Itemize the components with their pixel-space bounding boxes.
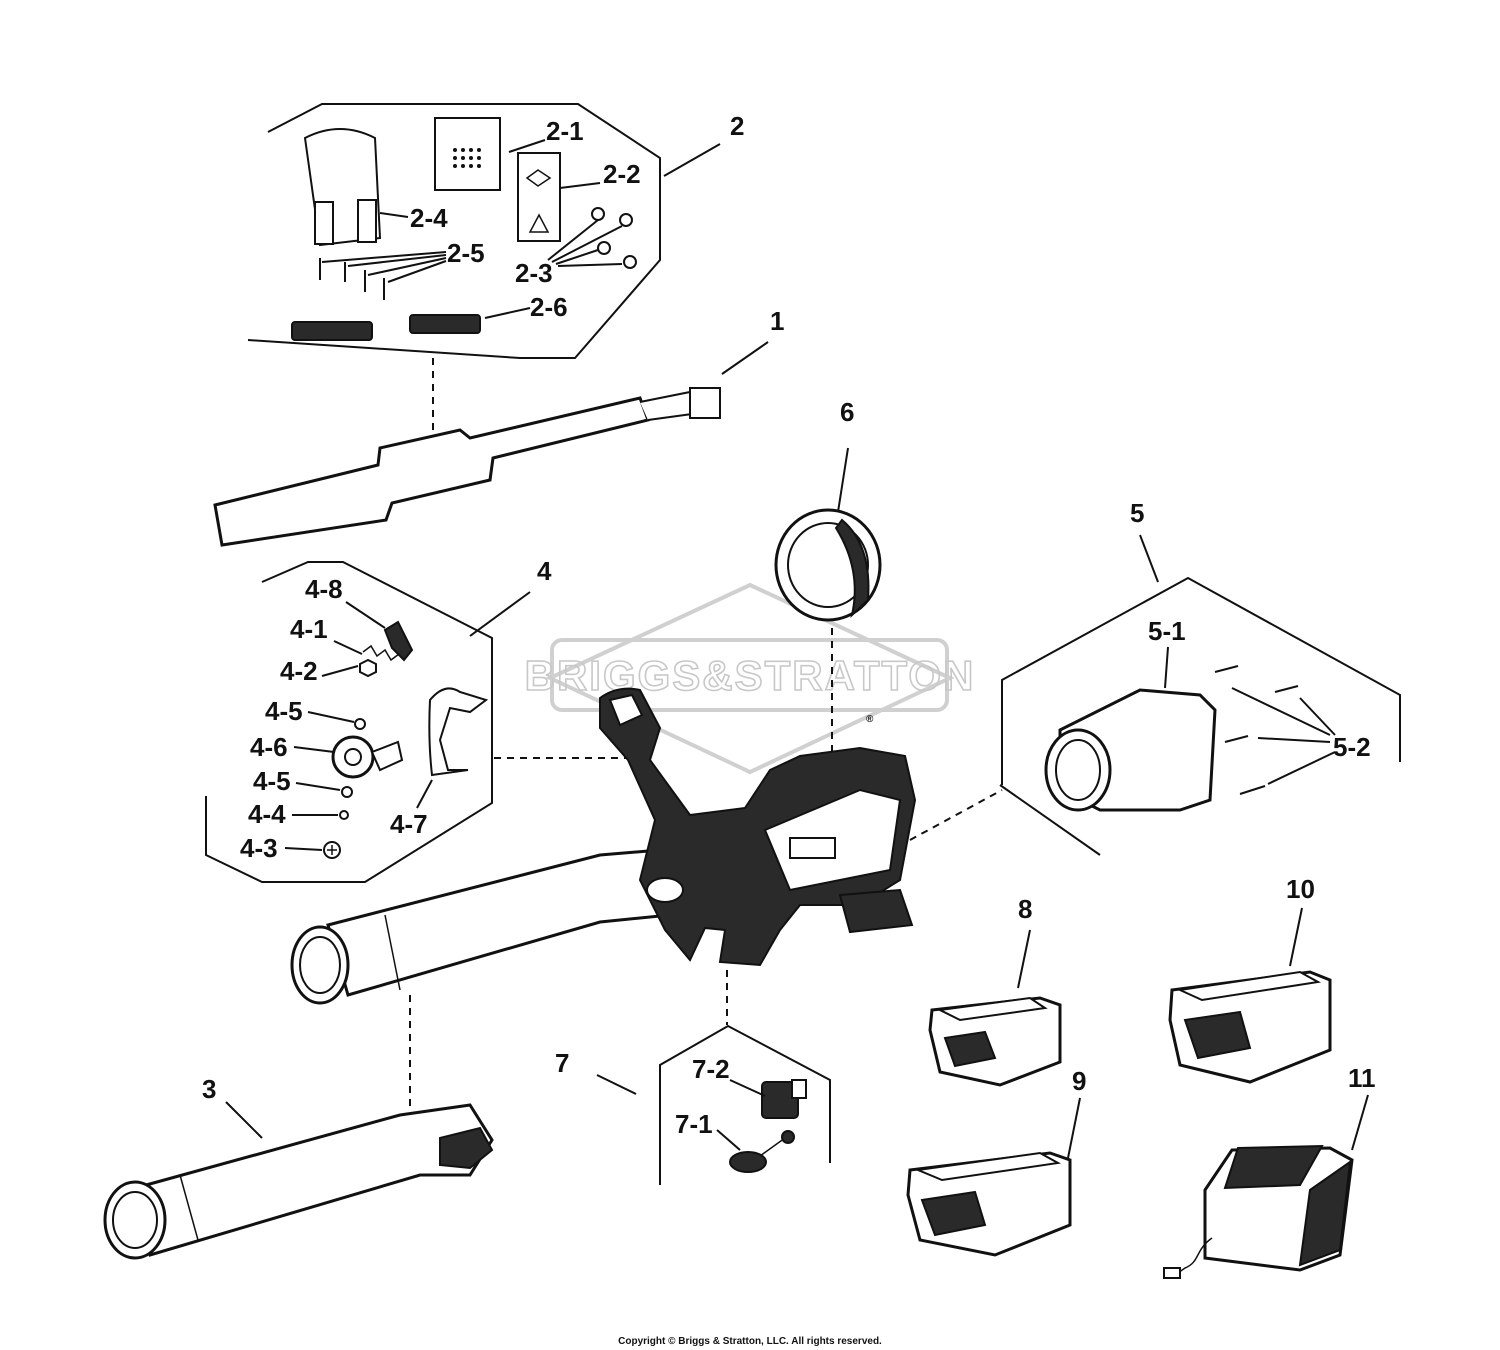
callout-4-7: 4-7	[390, 809, 428, 839]
part-2-1-decal	[434, 117, 501, 191]
part-8-battery	[928, 929, 1062, 1087]
callout-2-5: 2-5	[447, 238, 485, 268]
part-11-charger	[1163, 1094, 1369, 1279]
blower-body	[290, 687, 917, 1005]
part-2-5-screws	[319, 258, 385, 300]
part-1-blower-tube	[213, 341, 769, 547]
callout-11: 11	[1348, 1063, 1376, 1093]
callout-4: 4	[537, 556, 552, 586]
kit-5-leaders	[1139, 534, 1336, 785]
callout-2-1: 2-1	[546, 116, 584, 146]
leader-dash-5	[909, 789, 1003, 841]
callout-2: 2	[730, 111, 744, 141]
part-4-2-nut	[359, 658, 377, 678]
part-6-strap	[774, 447, 882, 622]
callout-labels: 1 2 2-1 2-2 2-3 2-4 2-5 2-6 3 4 4-8 4-1 …	[202, 111, 1376, 1139]
callout-7: 7	[555, 1048, 569, 1078]
callout-4-4: 4-4	[248, 799, 286, 829]
watermark-registered-mark: ®	[866, 714, 874, 725]
callout-4-3: 4-3	[240, 833, 278, 863]
callout-4-2: 4-2	[280, 656, 318, 686]
kit-7-outline	[596, 1024, 831, 1185]
part-5-1-inlet-cover	[1044, 688, 1217, 812]
part-10-battery	[1168, 907, 1332, 1084]
part-4-3-screw	[323, 841, 341, 859]
part-2-2-label	[517, 152, 561, 242]
part-4-5-washer-bottom	[341, 786, 353, 798]
callout-2-4: 2-4	[410, 203, 448, 233]
watermark-text: BRIGGS&STRATTON	[525, 652, 976, 699]
callout-2-6: 2-6	[530, 292, 568, 322]
kit-5-outline	[999, 576, 1401, 856]
kit-4-leaders	[284, 591, 531, 851]
callout-1: 1	[770, 306, 784, 336]
callout-4-1: 4-1	[290, 614, 328, 644]
part-5-2-screws	[1214, 665, 1299, 795]
callout-9: 9	[1072, 1066, 1086, 1096]
part-4-4-washer	[339, 810, 349, 820]
part-4-1-spring	[362, 644, 400, 662]
callout-10: 10	[1286, 874, 1315, 904]
part-4-6-switch	[331, 735, 404, 779]
callout-8: 8	[1018, 894, 1032, 924]
briggs-stratton-watermark: BRIGGS&STRATTON ®	[524, 582, 976, 775]
part-3-nozzle	[103, 1101, 494, 1260]
callout-4-5-bottom: 4-5	[253, 766, 291, 796]
part-7-2-switch	[729, 1079, 807, 1119]
callout-3: 3	[202, 1074, 216, 1104]
callout-7-1: 7-1	[675, 1109, 713, 1139]
part-9-battery	[906, 1097, 1081, 1257]
part-2-6-connectors	[291, 314, 481, 341]
kit-2-outline	[247, 103, 661, 359]
callout-6: 6	[840, 397, 854, 427]
part-4-8-lever	[383, 620, 414, 662]
part-4-5-washer-top	[354, 718, 366, 730]
callout-5-2: 5-2	[1333, 732, 1371, 762]
callout-2-2: 2-2	[603, 159, 641, 189]
callout-7-2: 7-2	[692, 1054, 730, 1084]
part-2-4-bracket	[303, 128, 382, 247]
part-2-3-clips	[591, 207, 637, 269]
callout-5: 5	[1130, 498, 1144, 528]
part-7-1-cap	[716, 1129, 795, 1173]
copyright-notice: Copyright © Briggs & Stratton, LLC. All …	[618, 1336, 882, 1347]
callout-2-3: 2-3	[515, 258, 553, 288]
callout-4-8: 4-8	[305, 574, 343, 604]
part-4-7-trigger	[428, 687, 489, 777]
kit-2-leaders	[321, 139, 721, 319]
callout-4-5-top: 4-5	[265, 696, 303, 726]
kit-4-outline	[205, 561, 493, 883]
callout-5-1: 5-1	[1148, 616, 1186, 646]
callout-4-6: 4-6	[250, 732, 288, 762]
